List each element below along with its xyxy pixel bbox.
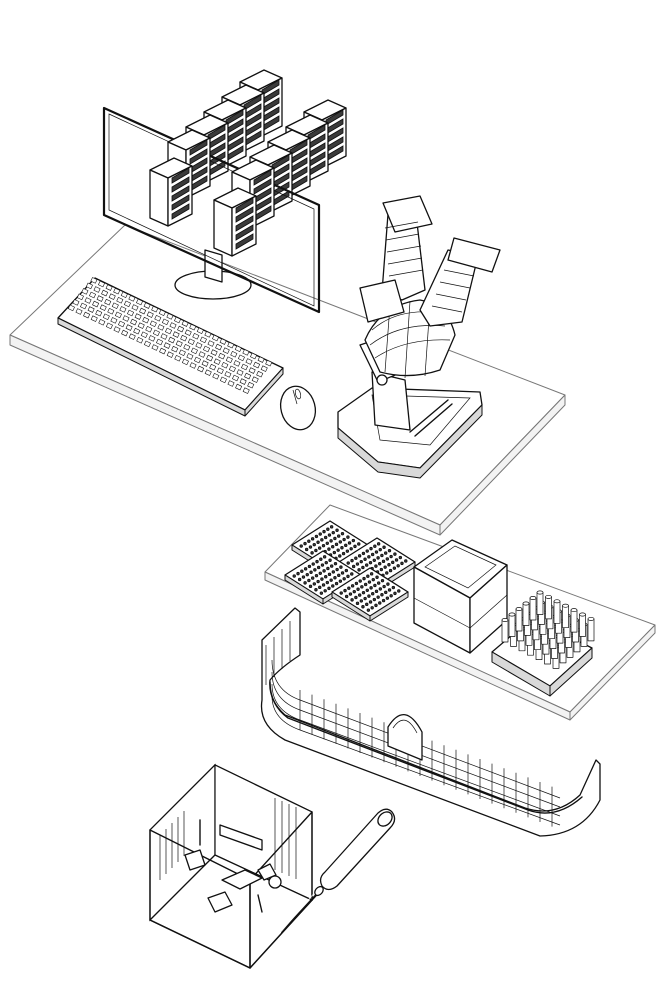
curved-building-facade	[260, 607, 601, 837]
room-model	[149, 763, 313, 969]
desk-table	[9, 224, 566, 536]
server-racks-front	[149, 129, 275, 257]
mouse	[279, 385, 317, 431]
test-tubes	[501, 590, 595, 669]
lab-instrument-box	[413, 539, 508, 654]
facade-windows	[265, 621, 561, 827]
keyboard	[57, 277, 284, 417]
test-tube-rack	[491, 590, 595, 697]
swab	[279, 885, 324, 934]
well-plates	[284, 520, 416, 622]
keyboard-keys	[67, 277, 273, 394]
microscope	[337, 195, 501, 479]
sample-tube	[319, 808, 396, 891]
